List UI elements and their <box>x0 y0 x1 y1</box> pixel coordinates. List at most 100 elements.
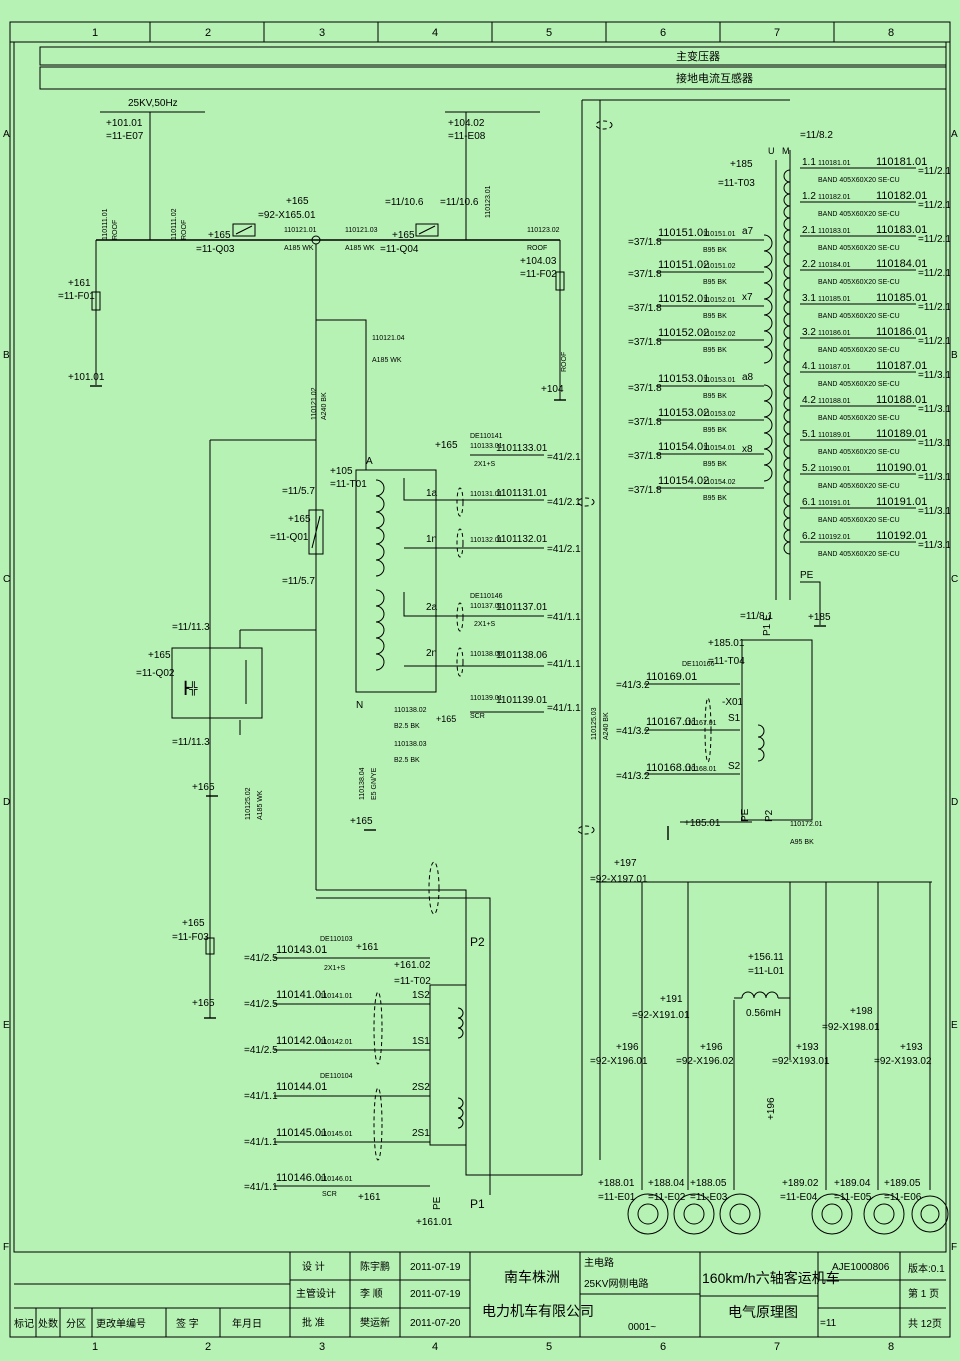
svg-text:110151.01: 110151.01 <box>703 231 736 238</box>
svg-text:D: D <box>3 797 10 808</box>
switch-q04: +165 =11-Q04 =11/10.6 =11/10.6 <box>380 197 479 255</box>
svg-text:x8: x8 <box>742 444 753 455</box>
svg-text:110191.01: 110191.01 <box>876 496 927 508</box>
svg-text:分区: 分区 <box>66 1318 86 1330</box>
svg-text:6.1: 6.1 <box>802 497 816 508</box>
svg-text:B95 BK: B95 BK <box>703 279 727 286</box>
svg-text:更改单编号: 更改单编号 <box>96 1317 146 1330</box>
product-name: 160km/h六轴客运机车 <box>702 1270 840 1286</box>
svg-text:110154.02: 110154.02 <box>658 475 709 487</box>
svg-text:+156.11: +156.11 <box>748 952 784 963</box>
svg-text:110138.04: 110138.04 <box>359 767 366 800</box>
svg-text:110146.01: 110146.01 <box>320 1176 353 1183</box>
svg-text:110125.02: 110125.02 <box>245 787 252 820</box>
svg-text:E: E <box>3 1020 10 1031</box>
svg-text:+104.02: +104.02 <box>448 118 485 129</box>
svg-text:=41/2.5: =41/2.5 <box>244 999 278 1010</box>
svg-text:110192.01: 110192.01 <box>876 530 927 542</box>
svg-text:+196: +196 <box>700 1042 723 1053</box>
svg-text:DE110104: DE110104 <box>320 1073 353 1080</box>
svg-text:BAND 405X60X20 SE-CU: BAND 405X60X20 SE-CU <box>818 449 900 456</box>
svg-text:110183.01: 110183.01 <box>876 224 927 236</box>
svg-text:110172.01: 110172.01 <box>790 821 823 828</box>
svg-text:110151.01: 110151.01 <box>658 227 709 239</box>
svg-text:=11/3.1: =11/3.1 <box>918 438 951 449</box>
svg-text:25KV网侧电路: 25KV网侧电路 <box>584 1277 648 1290</box>
company-name-1: 南车株洲 <box>504 1269 560 1285</box>
svg-text:BAND 405X60X20 SE-CU: BAND 405X60X20 SE-CU <box>818 517 900 524</box>
svg-text:1101132.01: 1101132.01 <box>496 534 548 545</box>
svg-text:B: B <box>3 350 10 361</box>
svg-text:+105: +105 <box>330 466 353 477</box>
svg-text:=11/3.1: =11/3.1 <box>918 540 951 551</box>
svg-text:A: A <box>3 129 10 140</box>
svg-text:B: B <box>951 350 958 361</box>
svg-text:A: A <box>951 129 958 140</box>
svg-text:2: 2 <box>205 1341 211 1353</box>
svg-text:+165: +165 <box>182 918 205 929</box>
svg-text:B95 BK: B95 BK <box>703 247 727 254</box>
svg-text:1.1: 1.1 <box>802 157 816 168</box>
svg-text:110154.01: 110154.01 <box>703 445 736 452</box>
svg-text:=37/1.8: =37/1.8 <box>628 237 662 248</box>
svg-text:=11: =11 <box>820 1318 837 1329</box>
svg-text:+165: +165 <box>350 816 373 827</box>
supply-label: 25KV,50Hz <box>128 98 178 109</box>
svg-text:110143.01: 110143.01 <box>276 944 327 956</box>
svg-text:BAND 405X60X20 SE-CU: BAND 405X60X20 SE-CU <box>818 381 900 388</box>
svg-text:=41/1.1: =41/1.1 <box>547 659 581 670</box>
svg-text:+185: +185 <box>808 612 831 623</box>
svg-text:+185: +185 <box>730 159 753 170</box>
svg-text:设 计: 设 计 <box>302 1260 325 1273</box>
svg-text:=11-Q02: =11-Q02 <box>136 668 175 679</box>
svg-text:=11/3.1: =11/3.1 <box>918 370 951 381</box>
ground-units: +188.01 =11-E01 +188.04 =11-E02 +188.05 … <box>598 1178 949 1235</box>
svg-text:┣╬: ┣╬ <box>182 680 198 696</box>
svg-text:C: C <box>951 574 958 585</box>
svg-text:2X1+S: 2X1+S <box>474 461 496 468</box>
svg-text:=11/5.7: =11/5.7 <box>282 576 315 587</box>
svg-text:PE: PE <box>800 570 814 581</box>
svg-text:E5 GN/YE: E5 GN/YE <box>371 767 378 800</box>
svg-text:处数: 处数 <box>38 1317 58 1330</box>
svg-text:110146.01: 110146.01 <box>276 1172 327 1184</box>
svg-text:=41/2.5: =41/2.5 <box>244 1045 278 1056</box>
svg-text:=37/1.8: =37/1.8 <box>628 383 662 394</box>
svg-text:+165: +165 <box>192 782 215 793</box>
switch-q01: =11/5.7 +165 =11-Q01 =11/5.7 <box>209 439 324 930</box>
svg-text:=37/1.8: =37/1.8 <box>628 485 662 496</box>
svg-text:1S1: 1S1 <box>412 1036 430 1047</box>
svg-text:=37/1.8: =37/1.8 <box>628 451 662 462</box>
svg-text:第 1 页: 第 1 页 <box>908 1287 939 1300</box>
svg-text:110152.01: 110152.01 <box>703 297 736 304</box>
transformer-t02: +161.02 =11-T02 P2 P1 PE +161.01 +161 +1… <box>356 935 485 1228</box>
svg-text:4.2: 4.2 <box>802 395 816 406</box>
svg-text:+188.04: +188.04 <box>648 1178 685 1189</box>
svg-text:ROOF: ROOF <box>112 220 119 240</box>
svg-text:110153.01: 110153.01 <box>658 373 709 385</box>
svg-text:AJE1000806: AJE1000806 <box>832 1262 890 1273</box>
svg-text:A240 BK: A240 BK <box>321 392 328 420</box>
svg-text:=11-E03: =11-E03 <box>690 1192 728 1203</box>
title-block: 标记 处数 分区 更改单编号 签 字 年月日 设 计 陈宇鹏 2011-07-1… <box>14 1251 946 1337</box>
svg-text:=11-Q04: =11-Q04 <box>380 244 419 255</box>
svg-text:+165: +165 <box>435 440 458 451</box>
svg-text:DE110146: DE110146 <box>470 593 503 600</box>
svg-text:=92-X193.01: =92-X193.01 <box>772 1056 830 1067</box>
svg-text:110191.01: 110191.01 <box>818 500 851 507</box>
outer-frame <box>9 21 951 1338</box>
svg-text:110139.01: 110139.01 <box>470 695 503 702</box>
svg-text:110142.01: 110142.01 <box>320 1039 353 1046</box>
svg-text:PE: PE <box>740 808 751 822</box>
svg-text:1S2: 1S2 <box>412 990 430 1001</box>
svg-text:U: U <box>768 146 775 156</box>
svg-text:=11-F01: =11-F01 <box>58 291 95 302</box>
svg-text:110186.01: 110186.01 <box>876 326 927 338</box>
svg-text:2.2: 2.2 <box>802 259 816 270</box>
svg-text:=41/3.2: =41/3.2 <box>616 726 650 737</box>
svg-text:110111.01: 110111.01 <box>102 208 109 240</box>
svg-text:+104.03: +104.03 <box>520 256 557 267</box>
svg-text:110189.01: 110189.01 <box>818 432 851 439</box>
